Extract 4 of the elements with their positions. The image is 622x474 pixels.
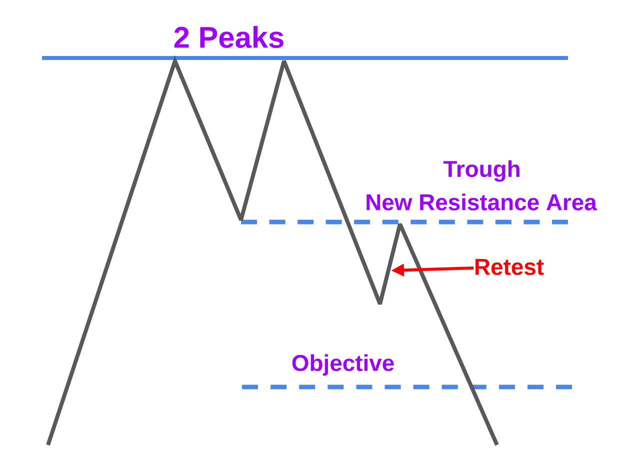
retest-label: Retest	[476, 259, 544, 275]
area-label: New Resistance Area	[366, 194, 597, 210]
trough-label: Trough	[443, 160, 520, 182]
objective-label: Objective	[292, 354, 394, 376]
